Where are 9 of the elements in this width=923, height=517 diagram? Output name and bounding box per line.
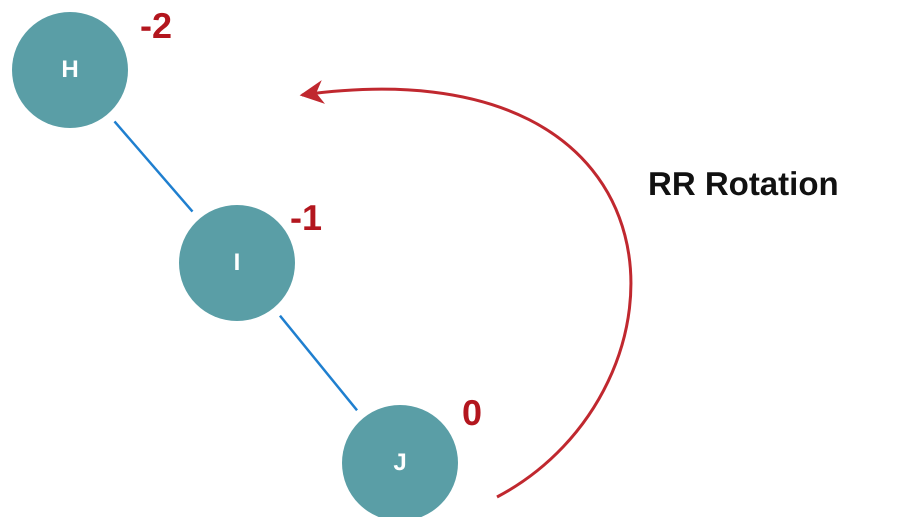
node-letter: I bbox=[234, 249, 240, 277]
balance-factor: -2 bbox=[140, 8, 172, 44]
node-letter: J bbox=[393, 449, 407, 477]
tree-edge bbox=[114, 120, 194, 212]
tree-edge bbox=[279, 314, 358, 412]
node-letter: H bbox=[61, 56, 79, 84]
balance-factor: -1 bbox=[290, 200, 322, 236]
balance-factor: 0 bbox=[462, 395, 482, 431]
rotation-label: RR Rotation bbox=[648, 165, 839, 203]
